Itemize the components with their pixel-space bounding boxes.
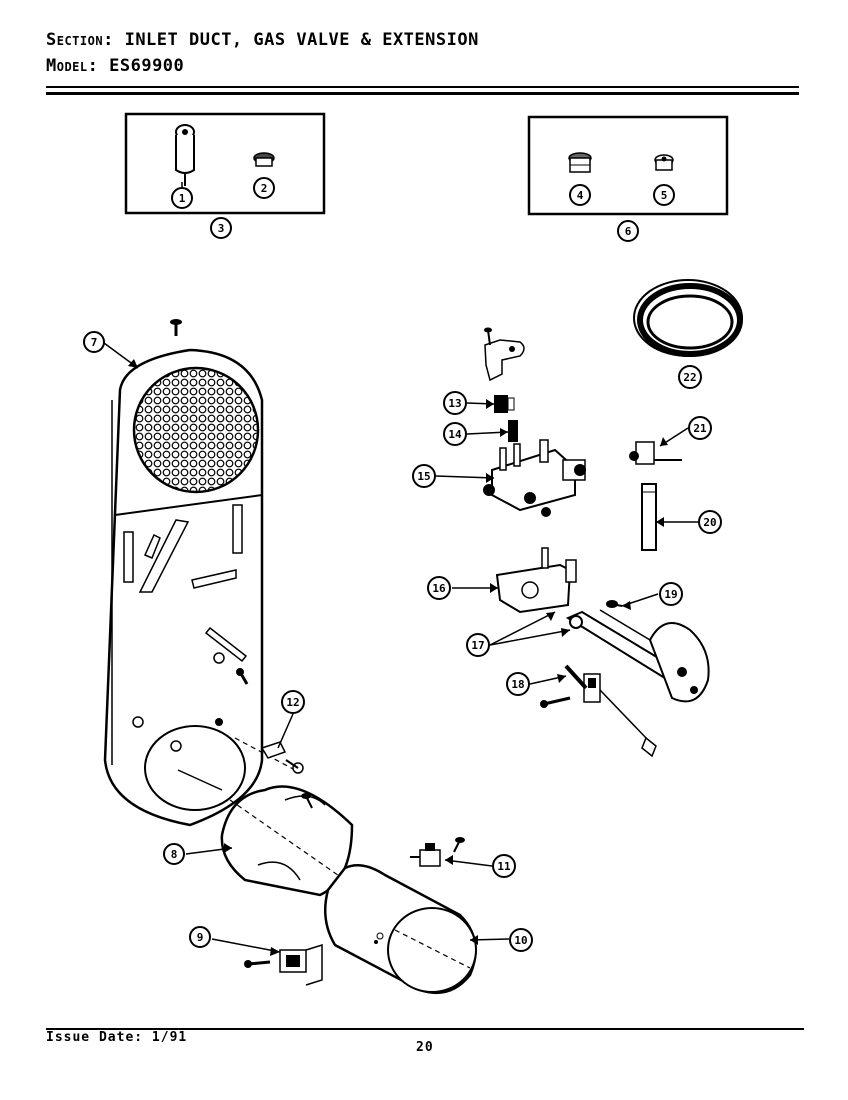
- burner-tube: [565, 609, 710, 703]
- svg-text:6: 6: [625, 225, 632, 238]
- svg-text:4: 4: [577, 189, 584, 202]
- callout-8: 8: [163, 843, 185, 865]
- svg-text:7: 7: [91, 336, 98, 349]
- svg-text:15: 15: [417, 470, 430, 483]
- callout-16: 16: [427, 576, 451, 600]
- model-label: Model:: [46, 56, 99, 76]
- svg-text:22: 22: [683, 371, 696, 384]
- model-number: ES69900: [109, 56, 185, 76]
- callout-14: 14: [443, 422, 467, 446]
- callout-20: 20: [698, 510, 722, 534]
- svg-text:21: 21: [693, 422, 707, 435]
- callout-7: 7: [83, 331, 105, 353]
- callout-13: 13: [443, 391, 467, 415]
- section-title: INLET DUCT, GAS VALVE & EXTENSION: [124, 30, 479, 50]
- cap-part-icon: [654, 154, 674, 171]
- svg-text:19: 19: [664, 588, 677, 601]
- callout-19: 19: [659, 582, 683, 606]
- svg-text:17: 17: [471, 639, 484, 652]
- svg-text:16: 16: [432, 582, 446, 595]
- model-heading: Model: ES69900: [46, 56, 184, 76]
- pipe-elbow: [629, 441, 682, 465]
- gas-pipe: [641, 483, 657, 551]
- thermostat-bracket: [244, 943, 323, 986]
- burner-bracket: [495, 547, 577, 614]
- svg-text:14: 14: [448, 428, 462, 441]
- svg-text:2: 2: [261, 182, 268, 195]
- svg-text:20: 20: [703, 516, 716, 529]
- svg-text:11: 11: [497, 860, 511, 873]
- igniter: [540, 664, 657, 758]
- issue-date: Issue Date: 1/91: [46, 1030, 188, 1045]
- screw-icon: [236, 668, 249, 685]
- callout-5: 5: [653, 184, 675, 206]
- callout-22: 22: [678, 365, 702, 389]
- gas-hose-coil: [633, 279, 743, 357]
- inlet-duct: [103, 348, 264, 827]
- callout-1: 1: [171, 187, 193, 209]
- callout-6: 6: [617, 220, 639, 242]
- callout-10: 10: [509, 928, 533, 952]
- callout-15: 15: [412, 464, 436, 488]
- header-rule-thin: [46, 86, 799, 88]
- heater-box: [220, 737, 354, 897]
- callout-21: 21: [688, 416, 712, 440]
- plug-part-icon: [253, 152, 275, 167]
- screw-icon: [606, 600, 623, 608]
- orifice-kit-box-left: [124, 112, 326, 215]
- flame-sensor: [410, 837, 465, 867]
- page-number: 20: [416, 1040, 434, 1055]
- fitting-part-icon: [568, 152, 592, 173]
- svg-text:12: 12: [286, 696, 299, 709]
- callout-9: 9: [189, 926, 211, 948]
- screw-icon: [170, 319, 182, 336]
- callout-18: 18: [506, 672, 530, 696]
- orifice-part-icon: [175, 124, 195, 186]
- svg-text:13: 13: [448, 397, 461, 410]
- callout-17: 17: [466, 633, 490, 657]
- extension-tube: [323, 863, 477, 995]
- gas-valve-assembly: [483, 327, 586, 517]
- section-heading: Section: INLET DUCT, GAS VALVE & EXTENSI…: [46, 30, 479, 50]
- svg-text:8: 8: [171, 848, 178, 861]
- callout-12: 12: [281, 690, 305, 714]
- section-label: Section:: [46, 30, 114, 50]
- footer-rule: [46, 1028, 804, 1030]
- svg-text:5: 5: [661, 189, 668, 202]
- svg-text:3: 3: [218, 222, 225, 235]
- callout-11: 11: [492, 854, 516, 878]
- svg-text:18: 18: [511, 678, 524, 691]
- callout-4: 4: [569, 184, 591, 206]
- leader-arrows: [128, 359, 668, 956]
- svg-text:9: 9: [197, 931, 204, 944]
- svg-text:1: 1: [179, 192, 186, 205]
- svg-text:10: 10: [514, 934, 527, 947]
- callout-3: 3: [210, 217, 232, 239]
- header-rule-thick: [46, 92, 799, 95]
- callout-2: 2: [253, 177, 275, 199]
- orifice-kit-box-right: [527, 115, 729, 216]
